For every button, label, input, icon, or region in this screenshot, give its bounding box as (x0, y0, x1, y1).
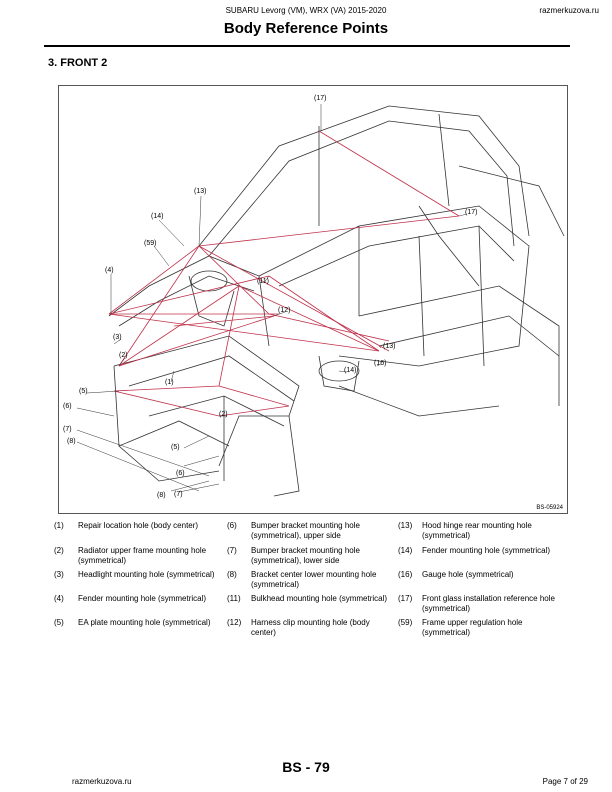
legend-number: (8) (227, 570, 237, 579)
legend-number: (12) (227, 618, 242, 627)
callout-label: (12) (278, 307, 290, 314)
legend-text: Fender mounting hole (symmetrical) (422, 546, 551, 555)
legend-text: EA plate mounting hole (symmetrical) (78, 618, 211, 627)
callout-label: (17) (465, 209, 477, 216)
callout-label: (13) (194, 188, 206, 195)
legend-number: (11) (227, 594, 241, 603)
footer-site: razmerkuzova.ru (72, 777, 132, 786)
callout-label: (11) (257, 278, 269, 285)
document-header: SUBARU Levorg (VM), WRX (VA) 2015-2020 (225, 6, 387, 15)
measurement-lines (108, 130, 460, 417)
callout-label: (1) (165, 379, 174, 386)
legend-number: (17) (398, 594, 413, 603)
legend-text: Headlight mounting hole (symmetrical) (78, 570, 215, 579)
callout-label: (6) (63, 403, 72, 410)
legend-text: Gauge hole (symmetrical) (422, 570, 514, 579)
legend-number: (7) (227, 546, 237, 555)
legend-number: (1) (54, 521, 64, 530)
legend-text: Fender mounting hole (symmetrical) (78, 594, 207, 603)
callout-label: (13) (383, 343, 395, 350)
callout-label: (8) (67, 438, 76, 445)
legend-number: (59) (398, 618, 413, 627)
title-rule (44, 45, 570, 47)
page-title: Body Reference Points (223, 20, 389, 37)
legend-text: Harness clip mounting hole (body center) (251, 618, 370, 637)
legend-text: Frame upper regulation hole (symmetrical… (422, 618, 523, 637)
callout-leaders (76, 104, 468, 493)
legend-number: (3) (54, 570, 64, 579)
callout-label: (14) (344, 367, 356, 374)
callout-label: (17) (314, 95, 326, 102)
legend-text: Radiator upper frame mounting hole (symm… (78, 546, 207, 565)
legend-number: (2) (54, 546, 64, 555)
legend-number: (4) (54, 594, 64, 603)
callout-label: (2) (119, 352, 128, 359)
callout-label: (7) (174, 491, 183, 498)
callout-label: (16) (374, 360, 386, 367)
callout-label: (2) (219, 411, 228, 418)
figure-callouts: (17) (17) (13) (14) (59) (4) (11) (12) (… (63, 95, 477, 499)
callout-label: (6) (176, 470, 185, 477)
legend-number: (13) (398, 521, 413, 530)
callout-label: (5) (79, 388, 88, 395)
figure-code: BS-05924 (536, 505, 563, 511)
callout-label: (3) (113, 334, 122, 341)
legend-text: Bulkhead mounting hole (symmetrical) (251, 594, 388, 603)
legend-text: Hood hinge rear mounting hole (symmetric… (422, 521, 532, 540)
legend-text: Bumper bracket mounting hole (symmetrica… (251, 546, 360, 565)
legend-number: (6) (227, 521, 237, 530)
callout-label: (4) (105, 267, 114, 274)
legend-number: (5) (54, 618, 64, 627)
callout-label: (59) (144, 240, 156, 247)
body-diagram-figure: (17) (17) (13) (14) (59) (4) (11) (12) (… (58, 85, 568, 514)
footer-page-count: Page 7 of 29 (542, 777, 588, 786)
callout-label: (5) (171, 444, 180, 451)
legend-text: Bumper bracket mounting hole (symmetrica… (251, 521, 360, 540)
vehicle-line-art (108, 105, 565, 497)
legend-number: (14) (398, 546, 413, 555)
page-number: BS - 79 (282, 759, 330, 775)
legend-text: Bracket center lower mounting hole (symm… (251, 570, 377, 589)
body-frame-illustration: (17) (17) (13) (14) (59) (4) (11) (12) (… (63, 95, 565, 499)
callout-label: (7) (63, 426, 72, 433)
callout-label: (14) (151, 213, 163, 220)
section-heading: 3. FRONT 2 (48, 57, 108, 69)
legend-text: Front glass installation reference hole … (422, 594, 555, 613)
callout-label: (8) (157, 492, 166, 499)
legend-text: Repair location hole (body center) (78, 521, 199, 530)
legend-number: (16) (398, 570, 413, 579)
header-site: razmerkuzova.ru (539, 6, 599, 15)
